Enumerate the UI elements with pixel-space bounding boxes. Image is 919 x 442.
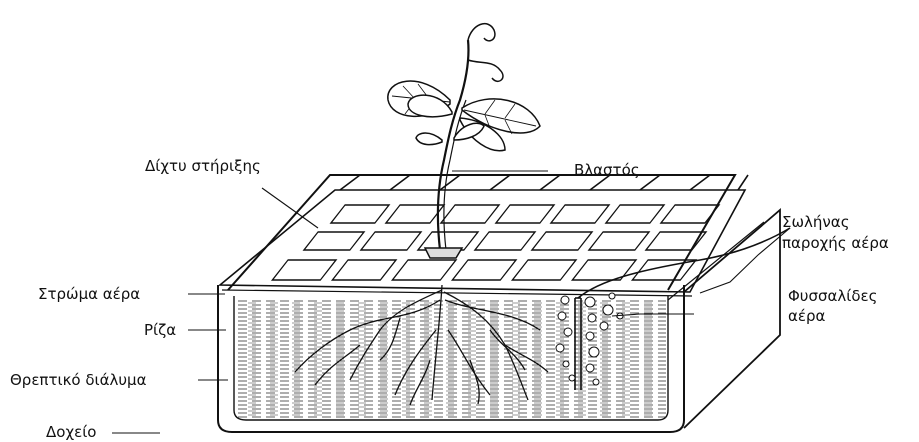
label-air-bubbles-line2: αέρα	[788, 308, 825, 325]
nutrient-solution-fill	[236, 300, 666, 418]
support-net-grid	[220, 175, 748, 296]
label-air-tube-line1: Σωλήνας	[782, 214, 850, 231]
leaf	[416, 133, 442, 145]
leader-support-net	[262, 188, 318, 228]
label-air-bubbles-line1: Φυσσαλίδες	[788, 288, 877, 305]
label-stem: Βλαστός	[574, 162, 640, 179]
label-air-tube-line2: παροχής αέρα	[782, 235, 889, 252]
label-nutrient-solution: Θρεπτικό διάλυμα	[10, 372, 147, 389]
label-air-layer: Στρώμα αέρα	[38, 286, 140, 303]
label-container: Δοχείο	[46, 424, 96, 441]
label-support-net: Δίχτυ στήριξης	[145, 158, 261, 175]
label-root: Ρίζα	[144, 322, 176, 339]
